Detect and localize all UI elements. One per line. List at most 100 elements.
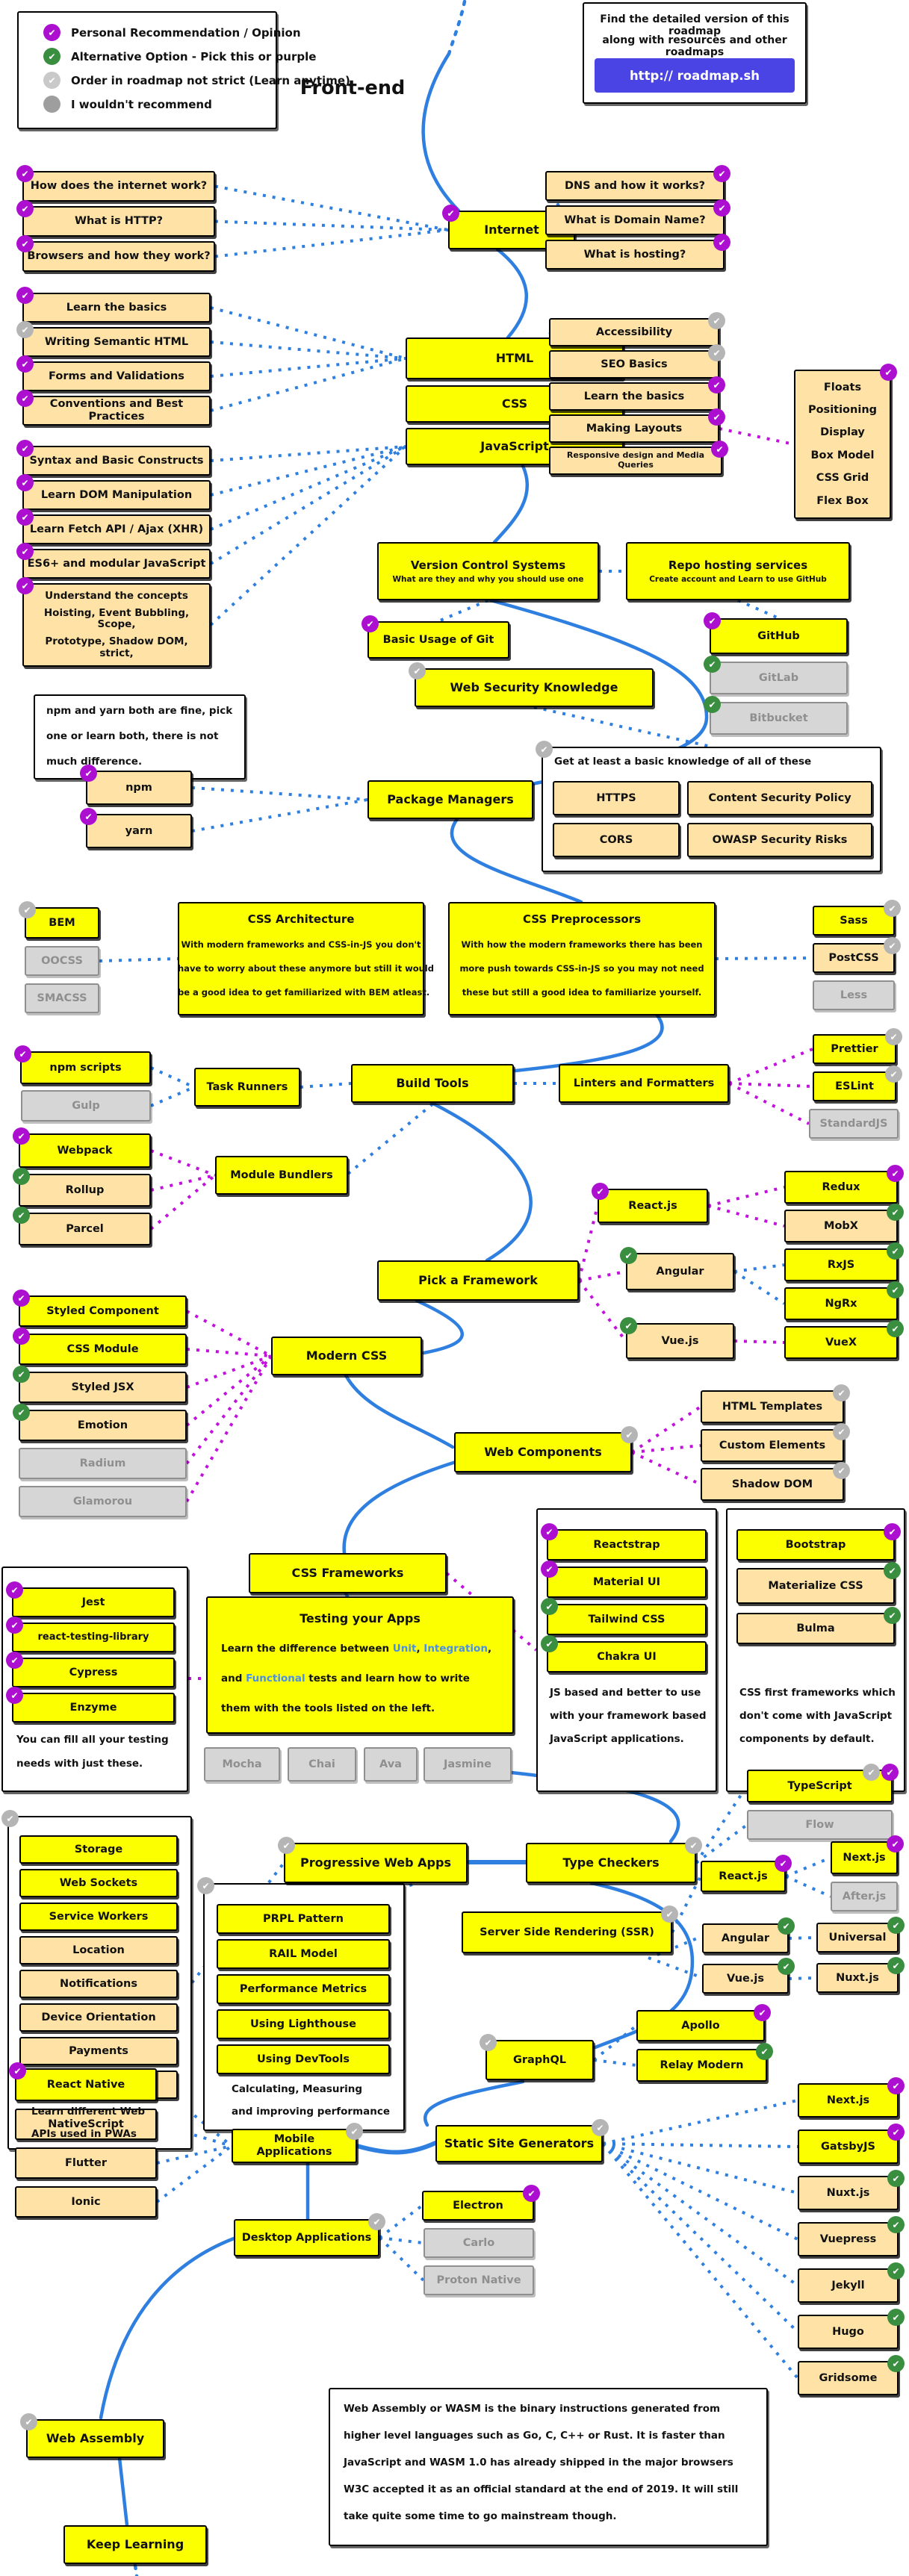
node-npm-scripts[interactable]: npm scripts: [14, 1045, 151, 1084]
node-materialize[interactable]: Materialize CSS: [736, 1562, 901, 1604]
node-using-lighthouse[interactable]: Using Lighthouse: [217, 2009, 390, 2039]
node-emotion[interactable]: Emotion: [13, 1404, 187, 1441]
node-relay-modern[interactable]: Relay Modern: [636, 2043, 773, 2082]
node-flutter[interactable]: Flutter: [15, 2147, 157, 2179]
node-module-bundlers[interactable]: Module Bundlers: [215, 1156, 348, 1195]
node-css-basics[interactable]: Learn the basics: [549, 376, 725, 411]
node-js-concepts[interactable]: Understand the concepts Hoisting, Event …: [16, 577, 211, 667]
node-using-devtools[interactable]: Using DevTools: [217, 2044, 390, 2074]
node-chai[interactable]: Chai: [288, 1747, 356, 1782]
node-rail-model[interactable]: RAIL Model: [217, 1939, 390, 1969]
node-rxjs[interactable]: RxJS: [784, 1242, 904, 1281]
node-shadow-dom[interactable]: Shadow DOM: [701, 1462, 850, 1501]
node-ssr-react[interactable]: React.js: [701, 1855, 792, 1892]
node-web-assembly[interactable]: Web Assembly: [20, 2413, 164, 2458]
node-ssr-nextjs[interactable]: Next.js: [831, 1835, 904, 1874]
node-typescript[interactable]: TypeScript: [747, 1764, 899, 1802]
node-progressive-web-apps[interactable]: Progressive Web Apps: [278, 1837, 468, 1883]
node-angular[interactable]: Angular: [620, 1247, 734, 1290]
node-bulma[interactable]: Bulma: [736, 1607, 901, 1644]
node-package-managers[interactable]: Package Managers: [367, 780, 533, 819]
node-task-runners[interactable]: Task Runners: [194, 1068, 300, 1107]
node-device-orientation[interactable]: Device Orientation: [19, 2003, 178, 2032]
node-ssr-nuxtjs[interactable]: Nuxt.js: [816, 1957, 905, 1993]
node-static-site-generators[interactable]: Static Site Generators: [435, 2119, 609, 2162]
node-enzyme[interactable]: Enzyme: [6, 1687, 175, 1723]
node-payments[interactable]: Payments: [19, 2037, 178, 2065]
node-material-ui[interactable]: Material UI: [541, 1561, 707, 1598]
node-fetch-ajax[interactable]: Learn Fetch API / Ajax (XHR): [16, 508, 211, 544]
node-semantic-html[interactable]: Writing Semantic HTML: [16, 321, 211, 357]
node-build-tools[interactable]: Build Tools: [351, 1064, 514, 1103]
node-nativescript[interactable]: NativeScript: [15, 2109, 157, 2140]
node-npm[interactable]: npm: [80, 765, 192, 805]
node-desktop-applications[interactable]: Desktop Applications: [234, 2213, 385, 2256]
node-ssg-nuxtjs[interactable]: Nuxt.js: [798, 2170, 905, 2210]
node-ngrx[interactable]: NgRx: [784, 1281, 904, 1320]
node-smacss[interactable]: SMACSS: [25, 983, 99, 1013]
node-vuejs[interactable]: Vue.js: [620, 1317, 734, 1359]
node-gatsbyjs[interactable]: GatsbyJS: [798, 2124, 905, 2164]
node-reactstrap[interactable]: Reactstrap: [541, 1523, 707, 1561]
node-vuex[interactable]: VueX: [784, 1320, 904, 1359]
node-keep-learning[interactable]: Keep Learning: [63, 2525, 207, 2564]
node-ionic[interactable]: Ionic: [15, 2186, 157, 2218]
node-linters-formatters[interactable]: Linters and Formatters: [559, 1064, 729, 1103]
node-styled-jsx[interactable]: Styled JSX: [13, 1366, 187, 1403]
node-making-layouts[interactable]: Making Layouts: [549, 408, 725, 443]
node-css-architecture[interactable]: [178, 902, 424, 1015]
node-js-syntax[interactable]: Syntax and Basic Constructs: [16, 440, 211, 476]
node-pick-framework[interactable]: Pick a Framework: [377, 1260, 579, 1301]
node-performance-metrics[interactable]: Performance Metrics: [217, 1974, 390, 2004]
node-storage[interactable]: Storage: [19, 1835, 178, 1864]
node-ssg-nextjs[interactable]: Next.js: [798, 2077, 905, 2118]
node-postcss[interactable]: PostCSS: [813, 937, 901, 973]
node-mocha[interactable]: Mocha: [204, 1747, 280, 1782]
node-accessibility[interactable]: Accessibility: [549, 312, 725, 346]
node-conventions[interactable]: Conventions and Best Practices: [16, 390, 211, 426]
node-oocss[interactable]: OOCSS: [25, 946, 99, 976]
node-bootstrap[interactable]: Bootstrap: [736, 1523, 901, 1561]
node-webpack[interactable]: Webpack: [13, 1127, 151, 1168]
node-modern-css[interactable]: Modern CSS: [271, 1337, 422, 1375]
node-csp[interactable]: Content Security Policy: [687, 781, 872, 815]
node-chakra-ui[interactable]: Chakra UI: [541, 1635, 707, 1673]
node-flow[interactable]: Flow: [747, 1810, 893, 1840]
node-repo-hosting[interactable]: Repo hosting services Create account and…: [626, 542, 850, 600]
node-ssr-vuejs[interactable]: Vue.js: [702, 1958, 795, 1994]
node-dom-manipulation[interactable]: Learn DOM Manipulation: [16, 474, 211, 510]
node-custom-elements[interactable]: Custom Elements: [701, 1423, 850, 1462]
node-cypress[interactable]: Cypress: [6, 1652, 175, 1687]
roadmap-link-button[interactable]: http:// roadmap.sh: [595, 58, 795, 93]
node-css-preprocessors[interactable]: [448, 902, 716, 1015]
node-layout-topics[interactable]: Floats Positioning Display Box Model CSS…: [794, 364, 897, 519]
node-vuepress[interactable]: Vuepress: [798, 2216, 905, 2256]
node-responsive-design[interactable]: Responsive design and Media Queries: [549, 441, 728, 475]
node-carlo[interactable]: Carlo: [424, 2228, 534, 2258]
node-ssr[interactable]: Server Side Rendering (SSR): [462, 1905, 678, 1953]
node-seo-basics[interactable]: SEO Basics: [549, 344, 725, 379]
node-eslint[interactable]: ESLint: [813, 1065, 902, 1101]
node-radium[interactable]: Radium: [19, 1448, 187, 1479]
node-apollo[interactable]: Apollo: [636, 2004, 771, 2041]
node-type-checkers[interactable]: Type Checkers: [526, 1837, 702, 1883]
node-bitbucket[interactable]: Bitbucket: [704, 696, 848, 735]
node-react-native[interactable]: React Native: [9, 2062, 157, 2101]
node-https[interactable]: HTTPS: [553, 781, 680, 815]
node-standardjs[interactable]: StandardJS: [809, 1109, 899, 1139]
node-basic-git[interactable]: Basic Usage of Git: [362, 615, 509, 659]
node-owasp[interactable]: OWASP Security Risks: [687, 823, 872, 857]
node-mobile-applications[interactable]: Mobile Applications: [232, 2123, 363, 2163]
node-styled-component[interactable]: Styled Component: [13, 1289, 187, 1327]
node-graphql[interactable]: GraphQL: [480, 2034, 594, 2080]
node-html-basics[interactable]: Learn the basics: [16, 287, 211, 323]
node-es6[interactable]: ES6+ and modular JavaScript: [16, 543, 211, 579]
node-browsers[interactable]: Browsers and how they work?: [16, 235, 215, 272]
node-gridsome[interactable]: Gridsome: [798, 2355, 905, 2395]
node-yarn[interactable]: yarn: [80, 808, 192, 848]
node-notifications[interactable]: Notifications: [19, 1970, 178, 1998]
node-github[interactable]: GitHub: [704, 612, 848, 654]
node-what-is-http[interactable]: What is HTTP?: [16, 200, 215, 237]
node-web-sockets[interactable]: Web Sockets: [19, 1869, 178, 1897]
node-css-frameworks[interactable]: CSS Frameworks: [249, 1553, 447, 1593]
